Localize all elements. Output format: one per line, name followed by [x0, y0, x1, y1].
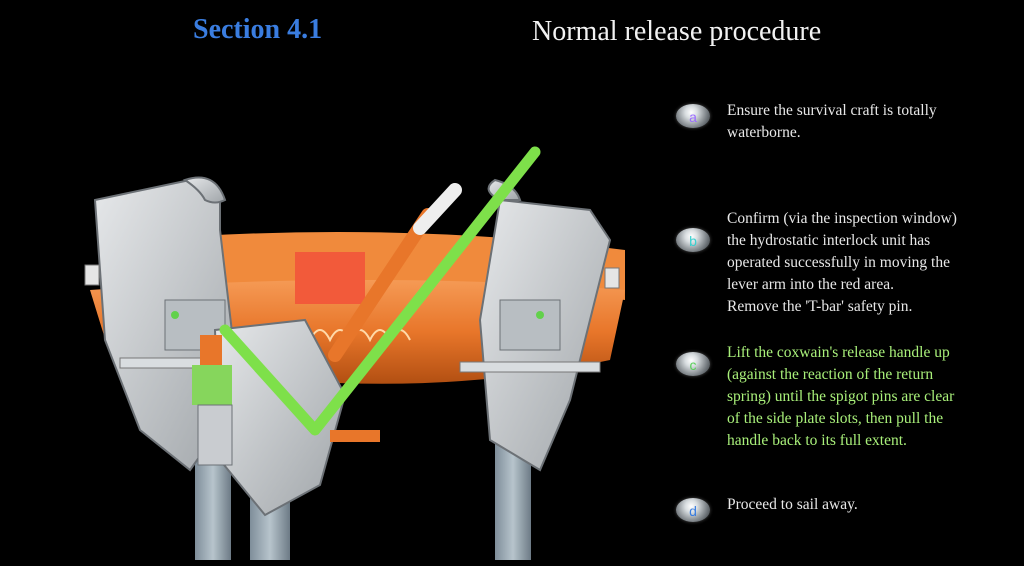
step-d-bullet-icon[interactable]: d — [676, 498, 710, 522]
step-b: b Confirm (via the inspection window) th… — [676, 208, 1016, 323]
step-b-letter: b — [689, 233, 697, 249]
step-d-letter: d — [689, 503, 697, 519]
step-d: d Proceed to sail away. — [676, 494, 1016, 524]
release-mechanism-illustration — [84, 146, 625, 560]
green-lever-arm — [219, 146, 541, 436]
step-a-text: Ensure the survival craft is totally wat… — [727, 102, 937, 141]
central-release-plate — [192, 318, 347, 517]
section-title: Section 4.1 — [193, 14, 323, 45]
step-b-text: Confirm (via the inspection window) the … — [727, 210, 957, 315]
step-c-letter: c — [689, 357, 697, 373]
step-b-bullet-icon[interactable]: b — [676, 228, 710, 252]
step-a: a Ensure the survival craft is totally w… — [676, 100, 1016, 150]
step-c-bullet-icon[interactable]: c — [676, 352, 710, 376]
step-d-text: Proceed to sail away. — [727, 496, 858, 513]
step-c: c Lift the coxwain's release handle up (… — [676, 342, 1016, 457]
page-title: Normal release procedure — [532, 16, 822, 47]
coxwain-release-handle — [328, 183, 462, 442]
step-a-bullet-icon[interactable]: a — [676, 104, 710, 128]
step-a-letter: a — [689, 109, 697, 125]
step-c-text: Lift the coxwain's release handle up (ag… — [727, 344, 955, 449]
